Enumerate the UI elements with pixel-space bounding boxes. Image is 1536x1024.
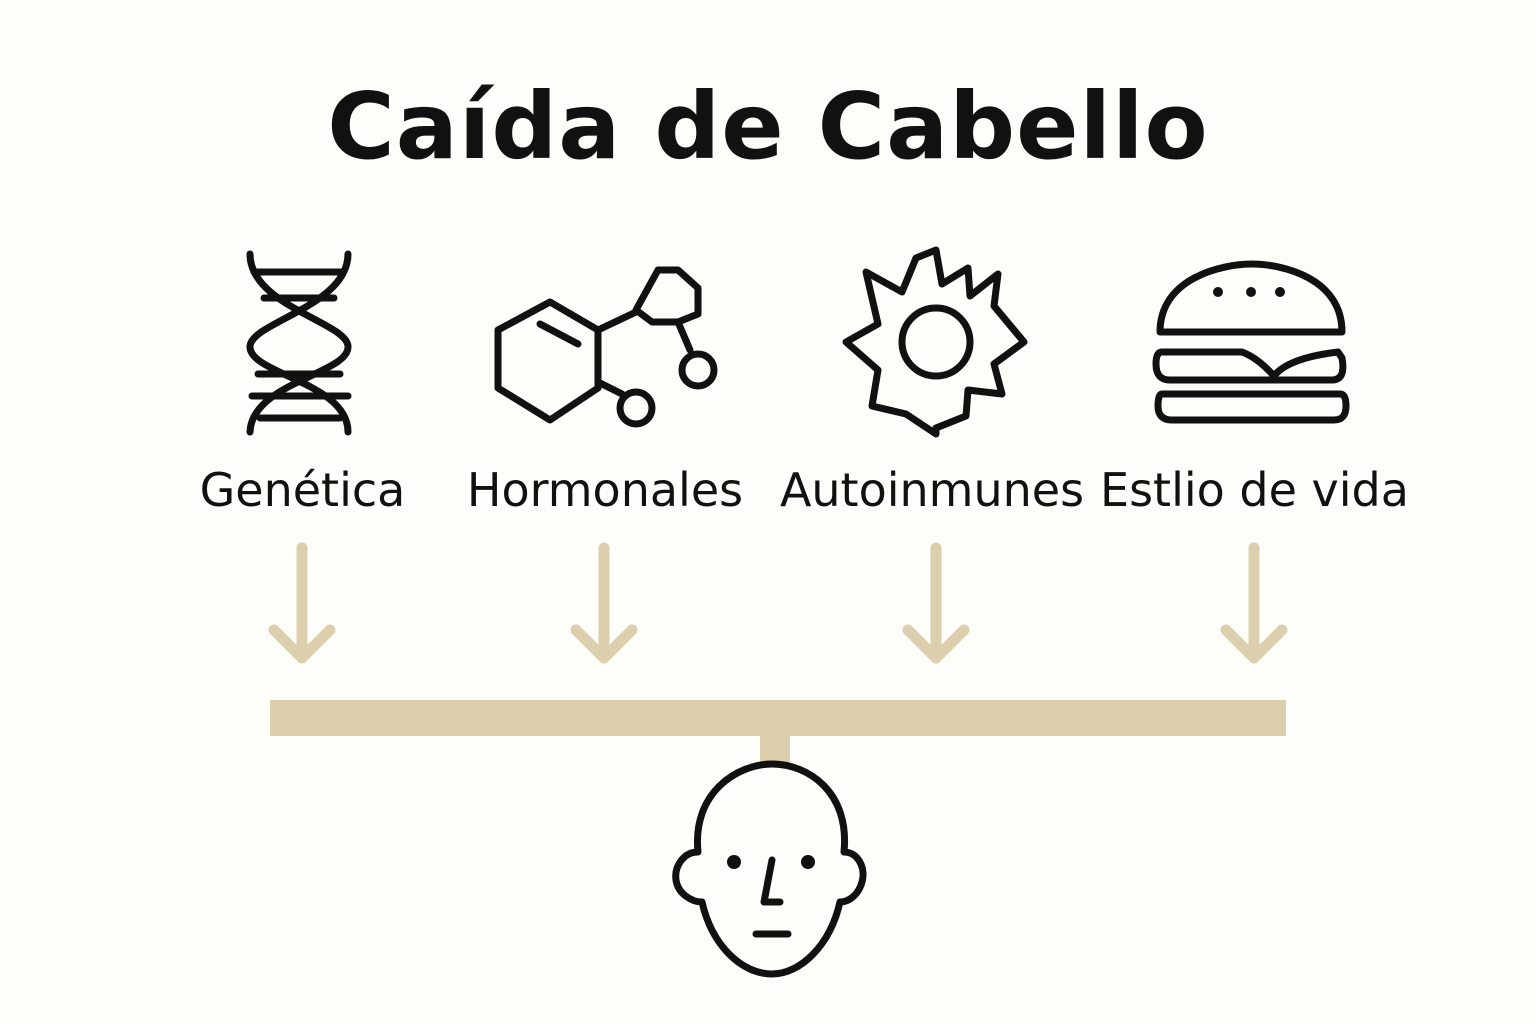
connector-stem (760, 736, 790, 764)
cause-label-autoinmunes: Autoinmunes (779, 463, 1085, 517)
cause-label-hormonales: Hormonales (466, 463, 744, 517)
diagram-title: Caída de Cabello (327, 73, 1209, 180)
arrow-autoinmunes (902, 542, 970, 664)
bald-head-icon (672, 760, 867, 978)
arrow-hormonales (570, 542, 638, 664)
arrow-estilo-de-vida (1220, 542, 1288, 664)
dna-icon (246, 250, 352, 436)
connector-bar (270, 700, 1286, 736)
arrow-genetica (268, 542, 336, 664)
cause-label-genetica: Genética (199, 463, 406, 517)
sun-cell-icon (842, 246, 1028, 438)
molecule-icon (494, 266, 718, 428)
burger-icon (1152, 260, 1350, 424)
cause-label-estilo-de-vida: Estlio de vida (1100, 463, 1409, 517)
